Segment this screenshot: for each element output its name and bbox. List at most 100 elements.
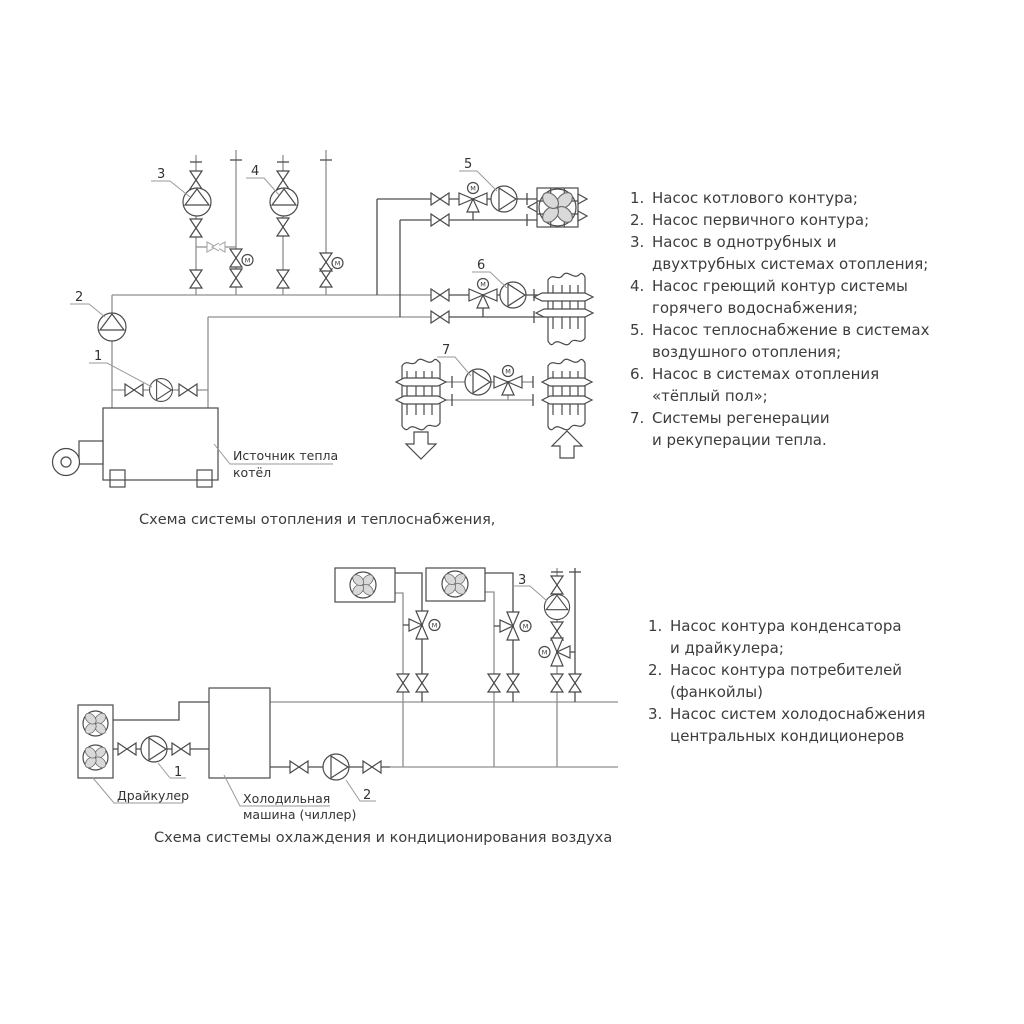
air-heater-unit xyxy=(526,187,589,228)
legend-text: и рекуперации тепла. xyxy=(652,431,827,449)
legend-num: 3. xyxy=(648,705,663,723)
legend-text: центральных кондиционеров xyxy=(670,727,905,745)
pump-6 xyxy=(499,281,527,309)
chiller-label-line1: Холодильная xyxy=(243,791,330,806)
legend-text: Системы регенерации xyxy=(652,409,830,427)
callout-3: 3 xyxy=(157,167,165,182)
pump-5 xyxy=(490,185,518,213)
legend-item-1: 1. Насос котлового контура; xyxy=(630,187,929,209)
legend-num: 1. xyxy=(630,189,645,207)
pump-cold-supply xyxy=(543,593,571,621)
diagram-cooling: Драйкулер 1 Холодильная машина (чиллер) … xyxy=(77,567,618,822)
legend-text: Насос в системах отопления xyxy=(652,365,880,383)
boiler xyxy=(51,407,219,488)
cooling-valves xyxy=(117,575,582,774)
callout-6: 6 xyxy=(477,258,485,273)
fan-coil-unit-1 xyxy=(334,567,396,603)
legend-text: двухтрубных системах отопления; xyxy=(652,255,929,273)
motor-letter: М xyxy=(335,260,341,268)
drycooler-label: Драйкулер xyxy=(117,788,189,803)
motor-valve xyxy=(319,252,344,272)
pump-3 xyxy=(182,187,212,217)
callout-2: 2 xyxy=(75,290,83,305)
legend-text: горячего водоснабжения; xyxy=(652,299,858,317)
callout-5: 5 xyxy=(464,157,472,172)
legend-text: Насос первичного контура; xyxy=(652,211,870,229)
callout-1: 1 xyxy=(174,765,182,780)
chiller xyxy=(208,687,271,779)
legend-text: и драйкулера; xyxy=(670,639,784,657)
pump-2 xyxy=(97,312,127,342)
three-way-valve xyxy=(499,611,532,641)
dry-cooler xyxy=(77,704,114,779)
legend-item-2: 2. Насос первичного контура; xyxy=(630,209,929,231)
legend-num: 6. xyxy=(630,365,645,383)
fan-coil-unit-2 xyxy=(425,567,486,602)
caption-heating: Схема системы отопления и теплоснабжения… xyxy=(139,512,496,528)
callout-3: 3 xyxy=(518,573,526,588)
legend-num: 3. xyxy=(630,233,645,251)
motor-labels: М М М М М М М М xyxy=(245,185,548,657)
legend-text: Насос контура потребителей xyxy=(670,661,903,679)
legend-cooling: 1. Насос контура конденсатора и драйкуле… xyxy=(648,615,925,747)
boiler-label-line2: котёл xyxy=(233,465,271,480)
legend-item-4: 4. Насос греющий контур системы горячего… xyxy=(630,275,929,319)
chiller-label-line2: машина (чиллер) xyxy=(243,807,356,822)
legend-text: Насос в однотрубных и xyxy=(652,233,837,251)
three-way-valve xyxy=(408,610,441,640)
callout-1: 1 xyxy=(94,349,102,364)
motor-letter: М xyxy=(245,257,251,265)
pump-1 xyxy=(149,378,173,402)
legend-item-5: 5. Насос теплоснабжение в системах возду… xyxy=(630,319,929,363)
legend-text: Насос греющий контур системы xyxy=(652,277,908,295)
three-way-valve xyxy=(538,637,571,667)
boiler-label-line1: Источник тепла xyxy=(233,448,338,463)
legend-num: 5. xyxy=(630,321,645,339)
legend-text: Насос теплоснабжение в системах xyxy=(652,321,930,339)
air-flow-arrow-up xyxy=(550,430,584,459)
burner xyxy=(51,440,104,477)
pump-condenser xyxy=(140,735,168,763)
check-valve xyxy=(206,241,226,253)
pump-consumers xyxy=(322,753,350,781)
motor-letter: М xyxy=(470,185,476,193)
legend-text: (фанкойлы) xyxy=(670,683,763,701)
cooling-callouts: Драйкулер 1 Холодильная машина (чиллер) … xyxy=(92,573,548,822)
floor-heating-coil xyxy=(532,272,595,346)
legend-num: 1. xyxy=(648,617,663,635)
motor-letter: М xyxy=(480,281,486,289)
legend-num: 7. xyxy=(630,409,645,427)
air-flow-arrow-down xyxy=(404,431,438,460)
legend-heating: 1. Насос котлового контура; 2. Насос пер… xyxy=(630,187,929,451)
recovery-coil-left xyxy=(394,358,448,460)
legend-text: «тёплый пол»; xyxy=(652,387,768,405)
legend-item-2: 2. Насос контура потребителей (фанкойлы) xyxy=(648,659,925,703)
motor-valve xyxy=(229,248,254,268)
motor-letter: М xyxy=(523,623,529,631)
motor-letter: М xyxy=(542,649,548,657)
pump-4 xyxy=(269,187,299,217)
heating-valves xyxy=(124,170,523,397)
diagram-heating: 3 4 5 6 7 2 1 Источник тепла котёл xyxy=(51,150,595,488)
motor-letter: М xyxy=(505,368,511,376)
legend-num: 2. xyxy=(648,661,663,679)
callout-2: 2 xyxy=(363,788,371,803)
motor-letter: М xyxy=(432,622,438,630)
legend-item-1: 1. Насос контура конденсатора и драйкуле… xyxy=(648,615,925,659)
heating-callouts: 3 4 5 6 7 2 1 Источник тепла котёл xyxy=(70,157,508,480)
legend-item-7: 7. Системы регенерации и рекуперации теп… xyxy=(630,407,929,451)
legend-num: 4. xyxy=(630,277,645,295)
legend-text: Насос систем холодоснабжения xyxy=(670,705,926,723)
legend-text: Насос котлового контура; xyxy=(652,189,858,207)
callout-7: 7 xyxy=(442,343,450,358)
legend-item-3: 3. Насос в однотрубных и двухтрубных сис… xyxy=(630,231,929,275)
caption-cooling: Схема системы охлаждения и кондициониров… xyxy=(154,830,613,846)
legend-item-3: 3. Насос систем холодоснабжения централь… xyxy=(648,703,925,747)
legend-num: 2. xyxy=(630,211,645,229)
callout-4: 4 xyxy=(251,164,259,179)
legend-text: воздушного отопления; xyxy=(652,343,842,361)
legend-text: Насос контура конденсатора xyxy=(670,617,902,635)
recovery-coil-right xyxy=(540,358,594,459)
